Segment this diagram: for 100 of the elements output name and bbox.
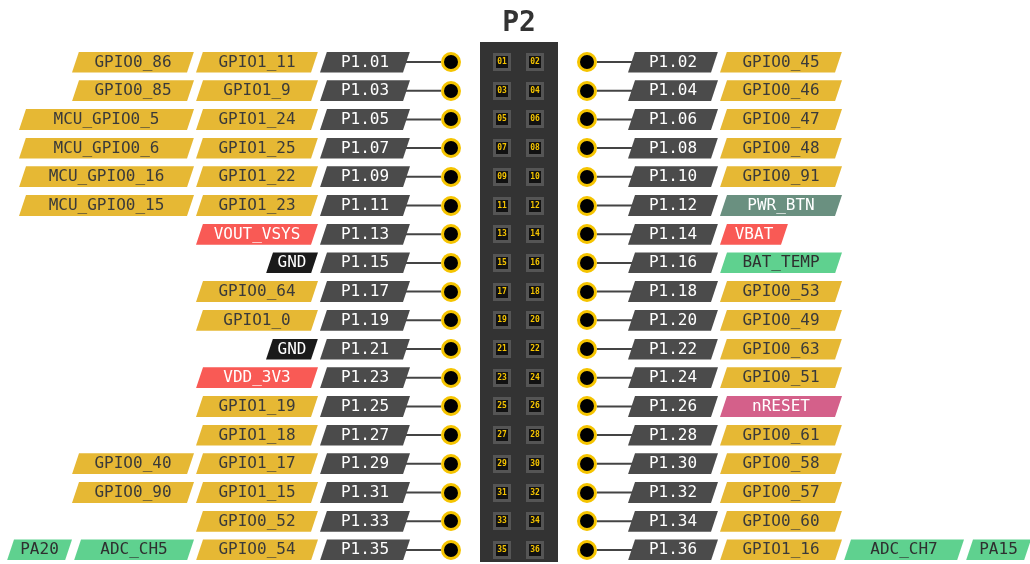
pin-label: P1.13 xyxy=(320,223,410,245)
pin-terminal xyxy=(441,252,461,273)
pin-label: P1.08 xyxy=(628,137,718,159)
connector-line xyxy=(596,434,633,437)
pin-terminal xyxy=(441,539,461,560)
connector-line xyxy=(596,290,633,293)
pin-terminal xyxy=(577,396,597,417)
pin-terminal xyxy=(441,281,461,302)
signal-label: MCU_GPIO0_16 xyxy=(19,166,194,188)
signal-label: GPIO0_86 xyxy=(72,51,194,73)
pin-number: 26 xyxy=(526,397,544,416)
connector-line xyxy=(405,405,442,408)
pin-terminal xyxy=(441,166,461,187)
pin-label: P1.03 xyxy=(320,80,410,102)
connector-line xyxy=(405,261,442,264)
connector-line xyxy=(596,462,633,465)
pin-label: P1.21 xyxy=(320,338,410,360)
pin-terminal xyxy=(577,281,597,302)
signal-label: GPIO1_16 xyxy=(720,539,842,561)
signal-label: GPIO1_19 xyxy=(196,395,318,417)
pin-number: 01 xyxy=(493,53,511,71)
signal-label: ADC_CH5 xyxy=(74,539,194,561)
signal-label: GPIO1_22 xyxy=(196,166,318,188)
signal-label: GPIO1_15 xyxy=(196,482,318,503)
pin-number: 05 xyxy=(493,110,511,129)
pin-label: P1.20 xyxy=(628,309,718,331)
connector-line xyxy=(596,520,633,523)
signal-label: MCU_GPIO0_15 xyxy=(19,195,194,216)
pin-terminal xyxy=(441,339,461,359)
signal-label: VDD_3V3 xyxy=(196,367,318,389)
pin-terminal xyxy=(577,166,597,187)
pin-terminal xyxy=(577,367,597,388)
pin-terminal xyxy=(577,109,597,130)
connector-line xyxy=(405,89,442,92)
pin-number: 20 xyxy=(526,311,544,330)
pin-number: 19 xyxy=(493,311,511,330)
signal-label: GPIO0_52 xyxy=(196,510,318,532)
pin-label: P1.18 xyxy=(628,281,718,303)
pin-label: P1.33 xyxy=(320,510,410,532)
pin-number: 14 xyxy=(526,225,544,244)
pin-label: P1.26 xyxy=(628,395,718,417)
pin-terminal xyxy=(577,482,597,503)
signal-label: GPIO0_60 xyxy=(720,510,842,532)
signal-label: GPIO0_53 xyxy=(720,281,842,303)
signal-label: GPIO0_57 xyxy=(720,482,842,503)
pin-label: P1.09 xyxy=(320,166,410,188)
pin-label: P1.10 xyxy=(628,166,718,188)
pin-label: P1.11 xyxy=(320,195,410,216)
signal-label: GPIO1_0 xyxy=(196,309,318,331)
signal-label: GPIO1_17 xyxy=(196,453,318,475)
signal-label: GPIO1_24 xyxy=(196,108,318,130)
pin-terminal xyxy=(577,80,597,101)
signal-label: BAT_TEMP xyxy=(720,252,842,274)
pin-label: P1.05 xyxy=(320,108,410,130)
pin-label: P1.24 xyxy=(628,367,718,389)
pin-terminal xyxy=(441,80,461,101)
signal-label: VBAT xyxy=(720,223,788,245)
pin-label: P1.14 xyxy=(628,223,718,245)
connector-line xyxy=(405,462,442,465)
pin-label: P1.27 xyxy=(320,424,410,446)
pin-label: P1.23 xyxy=(320,367,410,389)
pin-label: P1.02 xyxy=(628,51,718,73)
connector-line xyxy=(405,491,442,494)
pin-terminal xyxy=(577,138,597,159)
pin-terminal xyxy=(577,52,597,72)
connector-line xyxy=(596,147,633,150)
connector-line xyxy=(596,348,633,350)
pin-label: P1.01 xyxy=(320,51,410,73)
connector-line xyxy=(405,348,442,350)
pin-label: P1.36 xyxy=(628,539,718,561)
pin-number: 34 xyxy=(526,512,544,531)
signal-label: GPIO1_23 xyxy=(196,195,318,216)
connector-line xyxy=(405,520,442,523)
pin-terminal xyxy=(577,339,597,359)
signal-label: GPIO0_54 xyxy=(196,539,318,561)
connector-line xyxy=(405,376,442,379)
pin-label: P1.12 xyxy=(628,195,718,216)
pin-terminal xyxy=(441,138,461,159)
connector-line xyxy=(405,290,442,293)
signal-label: GPIO0_58 xyxy=(720,453,842,475)
signal-label: GPIO0_51 xyxy=(720,367,842,389)
pin-label: P1.25 xyxy=(320,395,410,417)
pin-number: 06 xyxy=(526,110,544,129)
pin-number: 28 xyxy=(526,426,544,445)
signal-label: GPIO0_85 xyxy=(72,80,194,102)
connector-line xyxy=(596,118,633,121)
connector-line xyxy=(405,175,442,178)
signal-label: GPIO0_49 xyxy=(720,309,842,331)
connector-line xyxy=(596,204,633,207)
connector-line xyxy=(596,319,633,322)
signal-label: GPIO0_64 xyxy=(196,281,318,303)
pin-terminal xyxy=(577,511,597,532)
pin-label: P1.16 xyxy=(628,252,718,274)
pin-terminal xyxy=(577,195,597,216)
pin-number: 13 xyxy=(493,225,511,244)
pin-label: P1.28 xyxy=(628,424,718,446)
connector-line xyxy=(596,89,633,92)
pin-label: P1.31 xyxy=(320,482,410,503)
pin-terminal xyxy=(577,224,597,245)
pin-label: P1.22 xyxy=(628,338,718,360)
